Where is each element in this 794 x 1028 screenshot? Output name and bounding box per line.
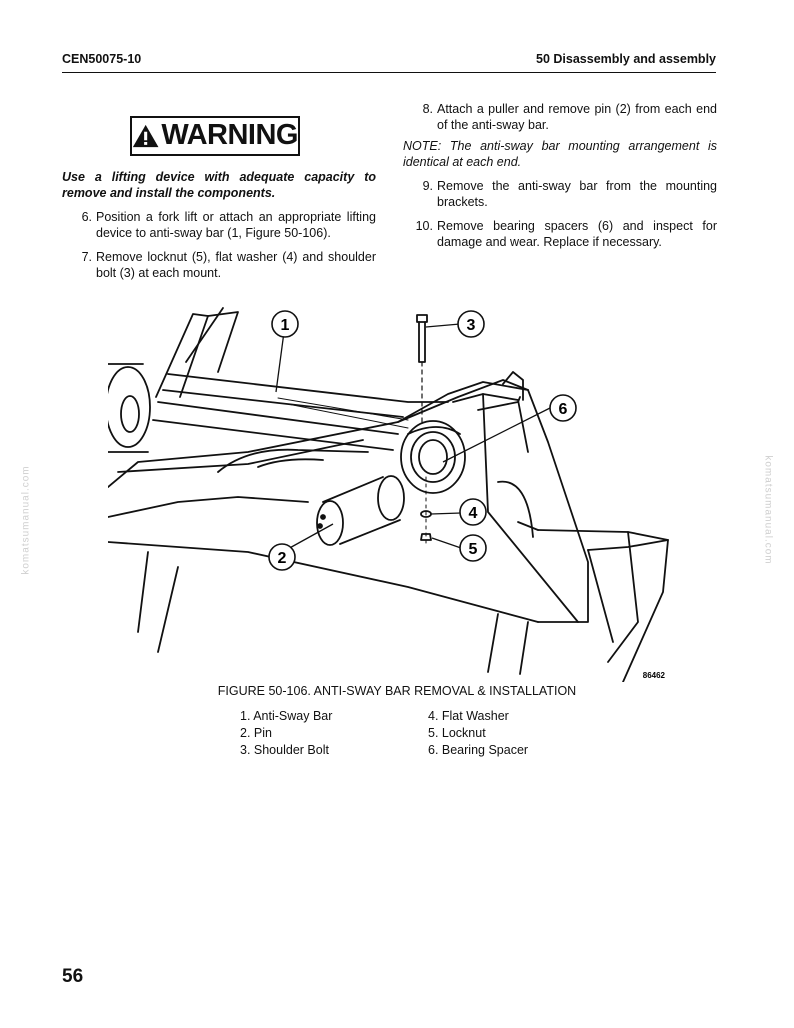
watermark-right: komatsumanual.com [762,455,774,565]
svg-text:5: 5 [469,541,478,558]
legend-item: 3. Shoulder Bolt [240,743,329,757]
callout-4: 4 [459,498,487,526]
warning-triangle-icon [132,124,159,148]
step-number: 9. [422,179,433,193]
step-6: 6. Position a fork lift or attach an app… [62,210,376,241]
step-9: 9. Remove the anti-sway bar from the mou… [403,179,717,210]
note-text: NOTE: The anti-sway bar mounting arrange… [403,139,717,169]
doc-id: CEN50075-10 [62,52,142,66]
section-title: 50 Disassembly and assembly [536,52,716,66]
figure-caption: FIGURE 50-106. ANTI-SWAY BAR REMOVAL & I… [217,684,577,698]
step-number: 6. [81,210,92,224]
step-text: Position a fork lift or attach an approp… [96,210,376,240]
legend-item: 5. Locknut [428,726,486,740]
svg-text:3: 3 [467,317,476,334]
step-number: 7. [81,250,92,264]
svg-text:2: 2 [278,550,287,567]
left-column: WARNING Use a lifting device with adequa… [62,104,376,281]
anti-sway-bar-illustration: 1 3 6 4 5 2 86462 [108,307,669,682]
step-text: Remove the anti-sway bar from the mounti… [437,179,717,209]
figure-legend-right: 4. Flat Washer 5. Locknut 6. Bearing Spa… [428,708,528,759]
step-10: 10. Remove bearing spacers (6) and inspe… [403,219,717,250]
svg-text:4: 4 [469,505,478,522]
step-number: 10. [415,219,433,233]
watermark-left: komatsumanual.com [20,465,32,575]
callout-5: 5 [459,534,487,562]
callout-1: 1 [271,310,299,338]
svg-text:1: 1 [281,317,290,334]
svg-text:6: 6 [559,401,568,418]
callout-3: 3 [457,310,485,338]
figure-legend-left: 1. Anti-Sway Bar 2. Pin 3. Shoulder Bolt [240,708,332,759]
right-column: 8. Attach a puller and remove pin (2) fr… [403,102,717,250]
legend-item: 4. Flat Washer [428,709,509,723]
legend-item: 1. Anti-Sway Bar [240,709,333,723]
step-number: 8. [422,102,433,116]
warning-text: Use a lifting device with adequate capac… [62,170,376,200]
legend-item: 6. Bearing Spacer [428,743,529,757]
step-text: Remove locknut (5), flat washer (4) and … [96,250,376,280]
warning-box: WARNING [130,116,300,156]
legend-item: 2. Pin [240,726,272,740]
header-rule [62,72,716,73]
page-number: 56 [62,966,84,987]
step-text: Remove bearing spacers (6) and inspect f… [437,219,717,249]
callout-2: 2 [268,543,296,571]
step-text: Attach a puller and remove pin (2) from … [437,102,717,132]
step-8: 8. Attach a puller and remove pin (2) fr… [403,102,717,133]
callout-6: 6 [549,394,577,422]
step-7: 7. Remove locknut (5), flat washer (4) a… [62,250,376,281]
page-header: CEN50075-10 50 Disassembly and assembly [62,52,716,70]
drawing-number: 86462 [643,671,666,680]
warning-label: WARNING [161,119,298,152]
